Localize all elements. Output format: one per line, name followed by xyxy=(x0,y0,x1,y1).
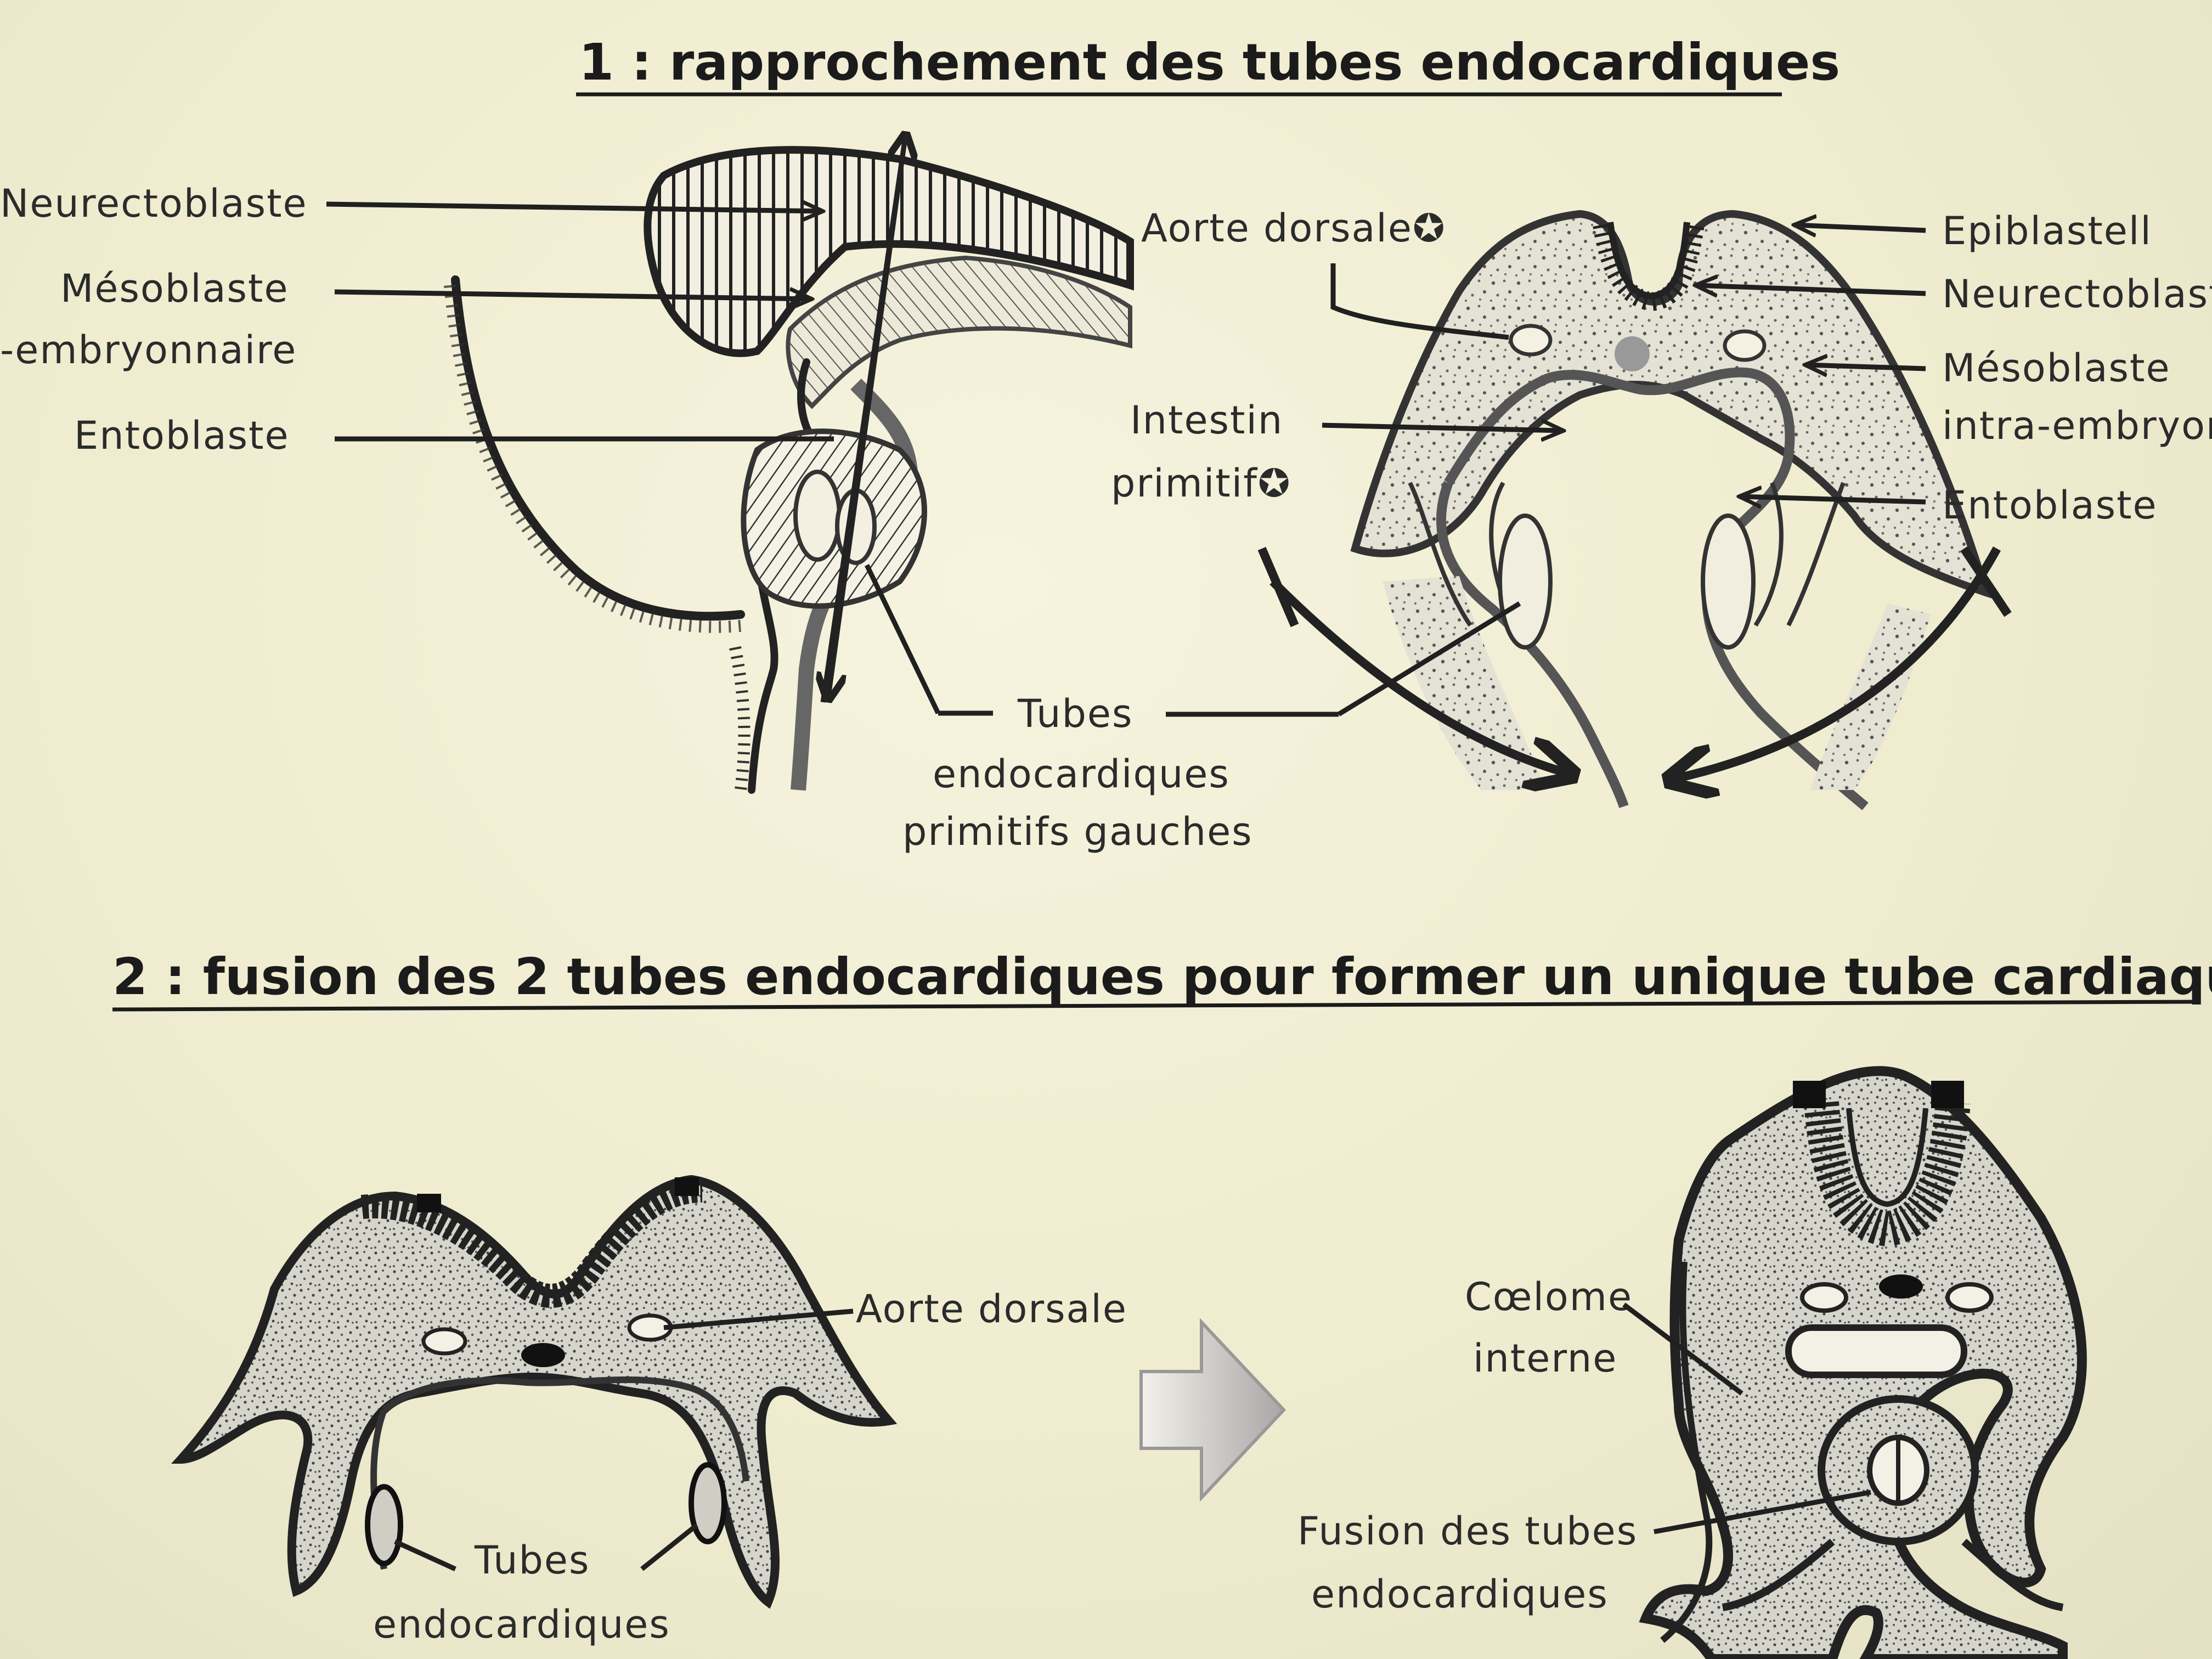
label-tubes-1: Tubes xyxy=(1017,691,1133,736)
section1-title: 1 : rapprochement des tubes endocardique… xyxy=(579,33,1840,92)
fused-tube-drawing xyxy=(1639,1066,2087,1659)
label-mesoblaste-left: Mésoblaste xyxy=(60,266,289,311)
label-mesoblaste-right: Mésoblaste xyxy=(1942,346,2171,391)
label-tubes-bottom-1: Tubes xyxy=(474,1538,590,1583)
label-fusion-2: endocardiques xyxy=(1311,1572,1609,1617)
label-entoblaste-left: Entoblaste xyxy=(74,413,290,458)
right-labels: Aorte dorsale✪ Intestin primitif✪ Epibla… xyxy=(864,206,2212,854)
leader-aorte-dorsale-top xyxy=(1330,263,1509,340)
leader-intestin xyxy=(1322,425,1564,431)
section2-title: 2 : fusion des 2 tubes endocardiques pou… xyxy=(112,947,2212,1006)
label-tubes-bottom-2: endocardiques xyxy=(373,1602,670,1647)
leader-entoblaste-right xyxy=(1739,496,1926,502)
leader-tubes-bottom-left xyxy=(394,1539,456,1572)
label-neurectoblaste-right: Neurectoblaste xyxy=(1942,272,2212,317)
label-fusion-1: Fusion des tubes xyxy=(1297,1509,1638,1554)
label-tubes-2: endocardiques xyxy=(933,752,1230,797)
leader-coelome xyxy=(1622,1302,1743,1396)
two-tubes-labels: Aorte dorsale Tubes endocardiques xyxy=(373,1286,1127,1647)
leader-fusion xyxy=(1654,1489,1871,1534)
transition-arrow xyxy=(1139,1318,1286,1502)
label-neurectoblaste-left: Neurectoblaste xyxy=(0,181,308,226)
section2-title-underline xyxy=(112,1000,2200,1012)
label-intra-embryonnaire: intra-embryon xyxy=(1942,403,2212,448)
sagittal-embryo-drawing xyxy=(444,137,1134,794)
label-coelome: Cœlome xyxy=(1465,1274,1633,1319)
fused-tube-labels: Cœlome interne Fusion des tubes endocard… xyxy=(1297,1274,1871,1617)
label-aorte-dorsale-bottom: Aorte dorsale xyxy=(856,1286,1127,1331)
leader-mesoblaste-left xyxy=(334,292,812,299)
label-intestin: Intestin xyxy=(1130,398,1283,443)
leader-neurectoblaste-left xyxy=(326,204,823,211)
transverse-embryo-drawing xyxy=(1257,210,2012,810)
leader-tubes-bottom-right xyxy=(640,1523,698,1571)
leader-tubes-right-2 xyxy=(1337,601,1521,716)
label-tubes-3: primitifs gauches xyxy=(902,809,1253,854)
label-entoblaste-right: Entoblaste xyxy=(1942,483,2158,528)
leader-aorte-dorsale-bottom xyxy=(663,1308,854,1330)
leader-mesoblaste-right xyxy=(1805,365,1926,369)
left-labels: Neurectoblaste Mésoblaste -embryonnaire … xyxy=(0,181,834,458)
leader-tubes-left-2 xyxy=(864,564,941,714)
label-aorte-dorsale-top: Aorte dorsale✪ xyxy=(1141,206,1446,251)
leader-neurectoblaste-right xyxy=(1695,285,1926,294)
label-epiblaste: Epiblastell xyxy=(1942,208,2152,253)
label-primitif: primitif✪ xyxy=(1111,461,1291,506)
label-mesoblaste-left-2: -embryonnaire xyxy=(0,328,297,373)
two-tubes-drawing xyxy=(171,1175,898,1609)
leader-epiblaste xyxy=(1794,225,1926,230)
label-interne: interne xyxy=(1473,1336,1617,1381)
